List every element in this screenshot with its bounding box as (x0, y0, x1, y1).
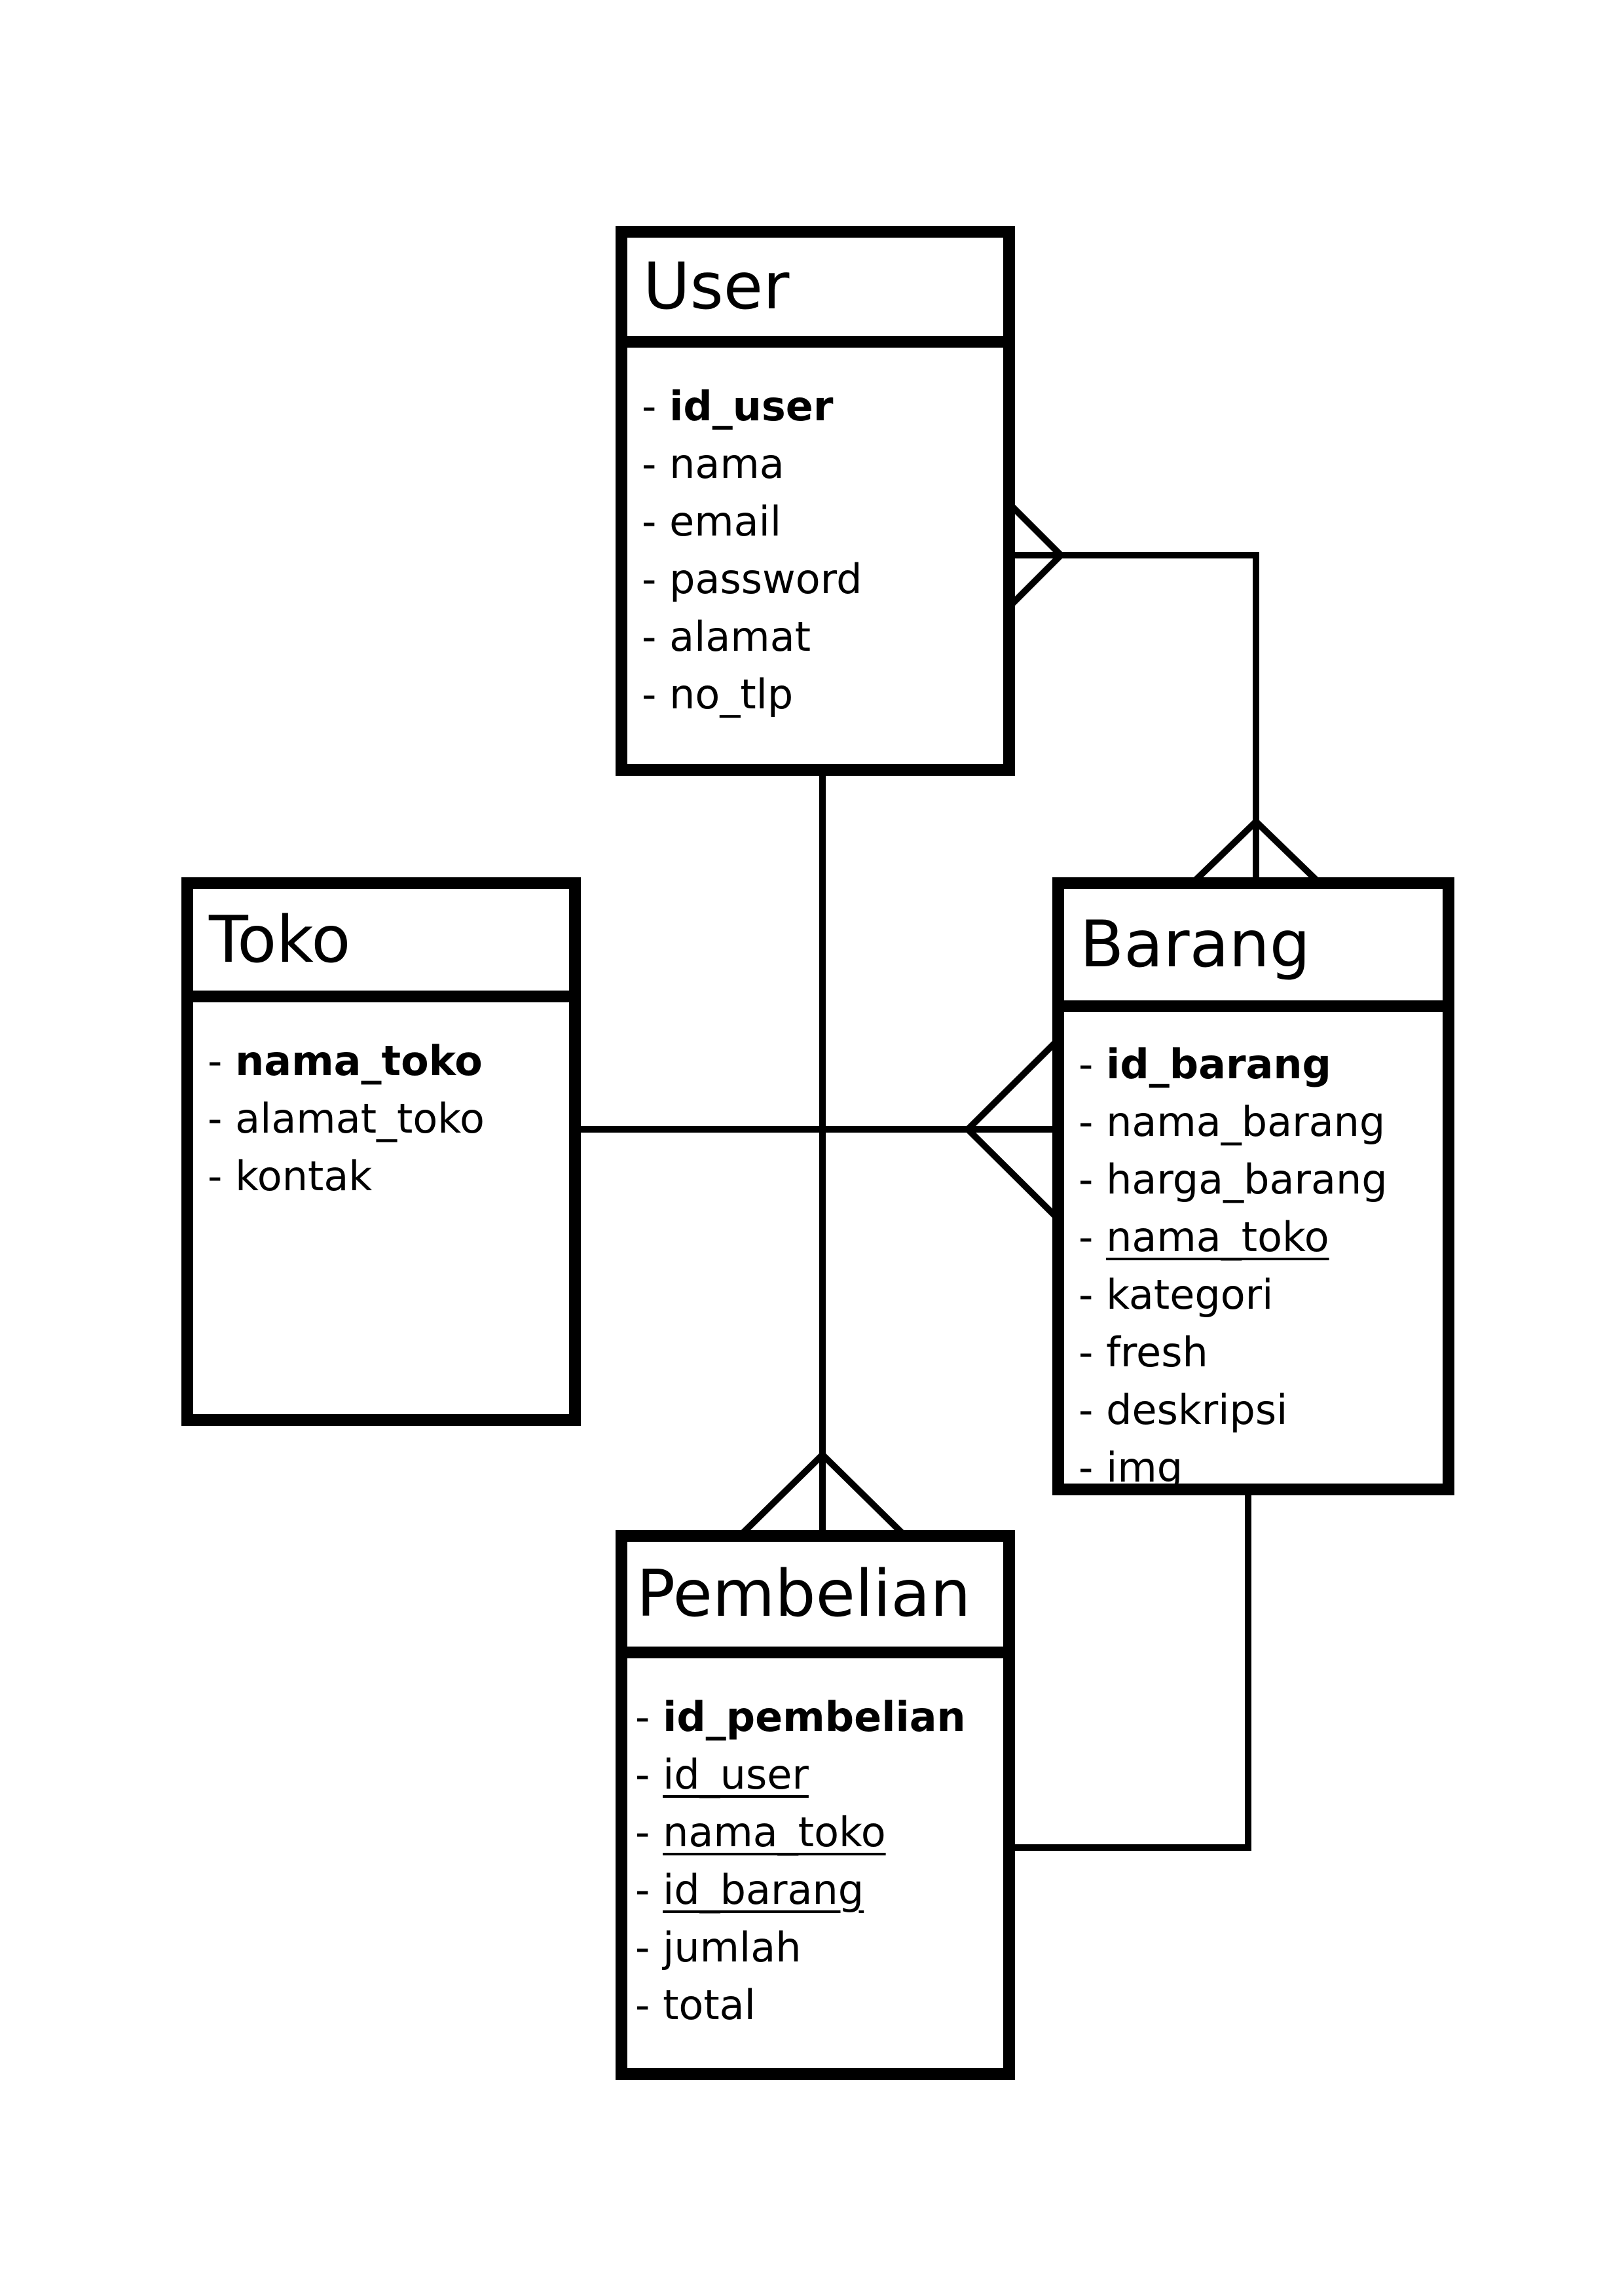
foreign-key-attribute: nama_toko (663, 1808, 886, 1856)
primary-key-attribute: id_user (669, 382, 834, 430)
attribute-bullet: - (1079, 1040, 1107, 1088)
attribute-name: nama (669, 440, 784, 488)
attribute-bullet: - (642, 670, 670, 718)
relationship-user-pembelian (739, 773, 906, 1537)
attribute-row: - nama (642, 435, 1003, 493)
crows-foot-pembelian (739, 1449, 906, 1537)
attribute-bullet: - (635, 1751, 663, 1798)
attribute-bullet: - (642, 382, 670, 430)
attribute-row: - jumlah (635, 1919, 1003, 1977)
entity-title: Toko (193, 889, 569, 1002)
attribute-bullet: - (1079, 1156, 1107, 1203)
attribute-list: - id_pembelian- id_user- nama_toko- id_b… (627, 1658, 1003, 2034)
foreign-key-attribute: id_barang (663, 1866, 864, 1914)
attribute-bullet: - (1079, 1271, 1107, 1319)
attribute-name: no_tlp (669, 670, 794, 718)
entity-pembelian: Pembelian - id_pembelian- id_user- nama_… (616, 1530, 1015, 2080)
attribute-name: total (663, 1981, 756, 2029)
attribute-row: - password (642, 551, 1003, 608)
attribute-name: deskripsi (1106, 1386, 1288, 1434)
attribute-bullet: - (635, 1808, 663, 1856)
foreign-key-attribute: nama_toko (1106, 1213, 1329, 1261)
attribute-list: - nama_toko- alamat_toko- kontak (193, 1002, 569, 1205)
attribute-row: - alamat (642, 608, 1003, 666)
attribute-bullet: - (642, 555, 670, 603)
crows-foot-barang (963, 1037, 1061, 1222)
attribute-bullet: - (642, 498, 670, 545)
attribute-row: - no_tlp (642, 666, 1003, 723)
attribute-name: fresh (1106, 1328, 1208, 1376)
connector-line (1012, 552, 1259, 884)
primary-key-attribute: id_pembelian (663, 1693, 966, 1741)
attribute-row: - fresh (1079, 1324, 1443, 1381)
attribute-bullet: - (635, 1981, 663, 2029)
attribute-row: - id_pembelian (635, 1688, 1003, 1746)
attribute-row: - harga_barang (1079, 1151, 1443, 1209)
attribute-bullet: - (208, 1095, 236, 1142)
attribute-name: alamat_toko (235, 1095, 485, 1142)
crows-foot-barang (1190, 817, 1322, 886)
attribute-name: alamat (669, 613, 811, 661)
attribute-list: - id_barang- nama_barang- harga_barang- … (1064, 1012, 1443, 1497)
attribute-bullet: - (1079, 1444, 1107, 1491)
attribute-row: - email (642, 493, 1003, 551)
attribute-row: - alamat_toko (208, 1090, 569, 1148)
attribute-list: - id_user- nama- email- password- alamat… (627, 348, 1003, 723)
attribute-bullet: - (635, 1923, 663, 1971)
attribute-row: - nama_toko (635, 1804, 1003, 1861)
attribute-bullet: - (635, 1693, 663, 1741)
entity-title: Pembelian (627, 1542, 1003, 1658)
attribute-bullet: - (208, 1152, 236, 1200)
primary-key-attribute: nama_toko (235, 1037, 483, 1085)
attribute-row: - nama_toko (1079, 1209, 1443, 1266)
attribute-name: img (1106, 1444, 1183, 1491)
entity-title: User (627, 238, 1003, 348)
attribute-name: kontak (235, 1152, 373, 1200)
attribute-row: - id_barang (635, 1861, 1003, 1919)
attribute-name: harga_barang (1106, 1156, 1388, 1203)
relationship-barang-pembelian (1012, 1492, 1251, 1851)
attribute-bullet: - (1079, 1098, 1107, 1146)
attribute-row: - id_barang (1079, 1036, 1443, 1093)
entity-toko: Toko - nama_toko- alamat_toko- kontak (181, 877, 581, 1426)
attribute-row: - nama_barang (1079, 1093, 1443, 1151)
foreign-key-attribute: id_user (663, 1751, 809, 1798)
entity-title: Barang (1064, 889, 1443, 1012)
attribute-bullet: - (1079, 1328, 1107, 1376)
attribute-name: nama_barang (1106, 1098, 1386, 1146)
attribute-row: - kategori (1079, 1266, 1443, 1324)
crows-foot-user (1010, 504, 1066, 606)
attribute-row: - id_user (635, 1746, 1003, 1804)
attribute-name: email (669, 498, 782, 545)
attribute-row: - deskripsi (1079, 1381, 1443, 1439)
attribute-name: kategori (1106, 1271, 1274, 1319)
attribute-row: - total (635, 1977, 1003, 2034)
attribute-bullet: - (642, 440, 670, 488)
attribute-name: password (669, 555, 862, 603)
attribute-row: - id_user (642, 378, 1003, 435)
attribute-bullet: - (208, 1037, 236, 1085)
relationship-user-barang (1010, 504, 1322, 886)
entity-user: User - id_user- nama- email- password- a… (616, 226, 1015, 776)
primary-key-attribute: id_barang (1106, 1040, 1331, 1088)
attribute-row: - img (1079, 1439, 1443, 1497)
relationship-toko-barang (578, 1037, 1061, 1222)
attribute-row: - kontak (208, 1148, 569, 1205)
attribute-bullet: - (1079, 1386, 1107, 1434)
attribute-name: jumlah (663, 1923, 802, 1971)
connector-line (1012, 1492, 1251, 1851)
attribute-bullet: - (635, 1866, 663, 1914)
attribute-bullet: - (1079, 1213, 1107, 1261)
entity-barang: Barang - id_barang- nama_barang- harga_b… (1052, 877, 1454, 1495)
attribute-bullet: - (642, 613, 670, 661)
attribute-row: - nama_toko (208, 1032, 569, 1090)
